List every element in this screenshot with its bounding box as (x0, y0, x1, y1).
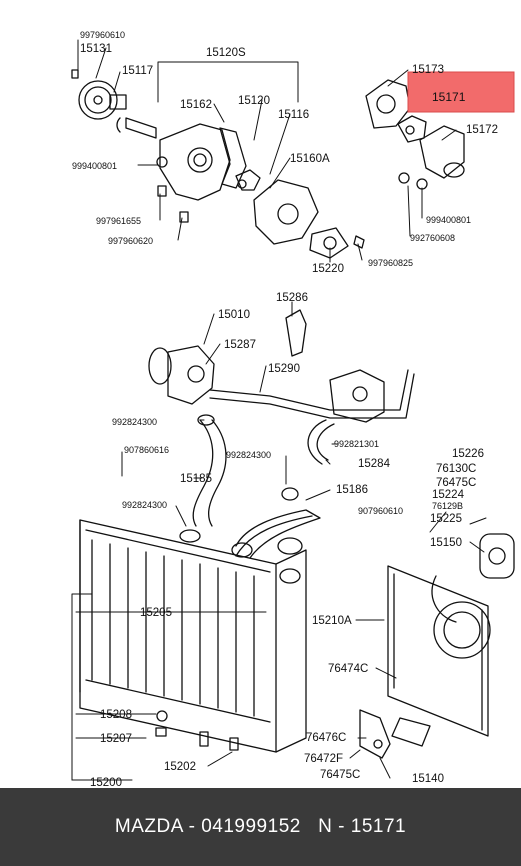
label-15287: 15287 (224, 339, 256, 351)
label-15284: 15284 (358, 458, 391, 470)
label-15226: 15226 (452, 448, 484, 460)
label-15286: 15286 (276, 292, 308, 304)
engine-pipe-section (148, 309, 415, 465)
label-15200: 15200 (90, 777, 122, 788)
radiator-hoses (179, 414, 321, 559)
part-number-footer: MAZDA - 041999152 N - 15171 (0, 788, 521, 866)
label-997960610-top: 997960610 (80, 30, 125, 40)
label-15120S: 15120S (206, 47, 246, 59)
label-15208: 15208 (100, 709, 132, 721)
label-15150: 15150 (430, 537, 462, 549)
part-labels: 997960610 15131 15117 15120S 15162 15120… (72, 30, 498, 788)
label-992821301: 992821301 (334, 439, 379, 449)
label-15290: 15290 (268, 363, 300, 375)
label-992824300-c: 992824300 (122, 500, 167, 510)
label-15220: 15220 (312, 263, 344, 275)
fan-shroud-15210A (359, 533, 515, 759)
label-999400801-right: 999400801 (426, 215, 471, 225)
label-76472F: 76472F (304, 753, 343, 765)
label-15185: 15185 (180, 473, 212, 485)
radiator-15205 (79, 519, 307, 753)
label-15116: 15116 (278, 109, 309, 121)
label-15120: 15120 (238, 95, 270, 107)
label-15205: 15205 (140, 607, 172, 619)
water-pump-assembly (71, 69, 261, 223)
label-76476C: 76476C (306, 732, 346, 744)
label-15171-highlighted: 15171 (432, 90, 466, 104)
label-76130C: 76130C (436, 463, 476, 475)
label-15225: 15225 (430, 513, 462, 525)
highlight-box (407, 71, 515, 113)
label-76129B: 76129B (432, 501, 463, 511)
label-992824300-b: 992824300 (226, 450, 271, 460)
label-15202: 15202 (164, 761, 196, 773)
leader-lines (71, 39, 487, 781)
label-992760608: 992760608 (410, 233, 455, 243)
label-76475C-bot: 76475C (320, 769, 360, 781)
thermostat-housing-15160A (253, 179, 365, 259)
label-15224: 15224 (432, 489, 465, 501)
label-15160A: 15160A (290, 153, 330, 165)
label-15162: 15162 (180, 99, 212, 111)
label-999400801-left: 999400801 (72, 161, 117, 171)
label-992824300-a: 992824300 (112, 417, 157, 427)
parts-diagram: 997960610 15131 15117 15120S 15162 15120… (71, 30, 515, 788)
label-15172: 15172 (466, 124, 498, 136)
label-15131: 15131 (80, 43, 112, 55)
label-997961655: 997961655 (96, 216, 141, 226)
label-15117: 15117 (122, 65, 153, 77)
label-15210A: 15210A (312, 615, 352, 627)
footer-text: MAZDA - 041999152 N - 15171 (114, 816, 407, 837)
label-15140: 15140 (412, 773, 444, 785)
label-15186: 15186 (336, 484, 368, 496)
label-997960825: 997960825 (368, 258, 413, 268)
label-907860616: 907860616 (124, 445, 169, 455)
label-15207: 15207 (100, 733, 132, 745)
label-997960620: 997960620 (108, 236, 153, 246)
label-76475C-top: 76475C (436, 477, 476, 489)
label-15010: 15010 (218, 309, 250, 321)
label-15173: 15173 (412, 64, 444, 76)
label-907960610-mid: 907960610 (358, 506, 403, 516)
label-76474C: 76474C (328, 663, 368, 675)
